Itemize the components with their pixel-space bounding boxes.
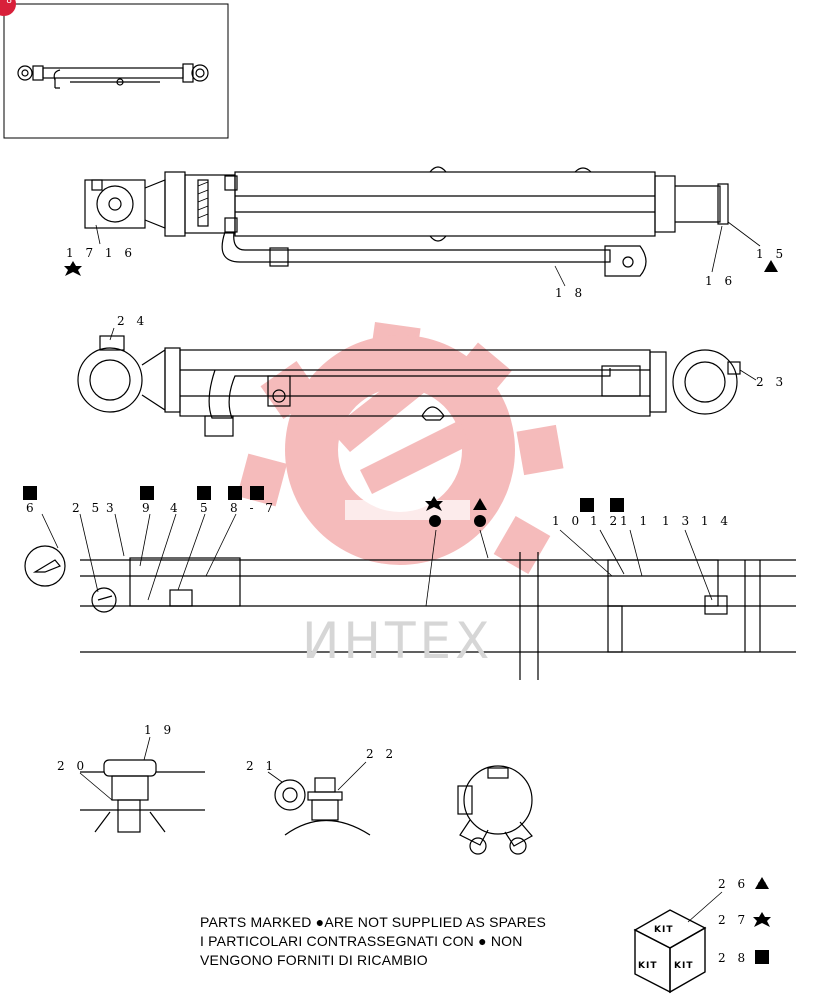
- kit-symbols-section: [23, 486, 624, 527]
- star-symbol: [64, 261, 82, 276]
- cylinder-top-view: [84, 166, 729, 277]
- kit-box-label-right: KIT: [674, 961, 693, 971]
- callout-20: 2 0: [57, 759, 88, 773]
- detail-rotary: [457, 765, 533, 855]
- section-view: [24, 545, 796, 680]
- detail-21-22: [274, 777, 371, 836]
- callout-19: 1 9: [144, 723, 175, 737]
- callout-18: 1 8: [555, 286, 586, 300]
- legend-27: 2 7 =: [718, 913, 771, 927]
- spares-note: PARTS MARKED ●ARE NOT SUPPLIED AS SPARES…: [200, 913, 546, 970]
- watermark-text: ИНТЕХ: [302, 612, 494, 670]
- note-line-3: VENGONO FORNITI DI RICAMBIO: [200, 952, 428, 968]
- callout-12: 1 2: [590, 514, 621, 528]
- callout-6: 6: [26, 501, 38, 515]
- callout-25: 2 5: [72, 501, 103, 515]
- callout-16: 1 6: [705, 274, 736, 288]
- callout-1314: 1 3 1 4: [662, 514, 732, 528]
- legend-square-symbol: [755, 950, 769, 964]
- callout-11: 1 1: [620, 514, 651, 528]
- note-line-2: I PARTICOLARI CONTRASSEGNATI CON ● NON: [200, 933, 523, 949]
- note-line-1: PARTS MARKED ●ARE NOT SUPPLIED AS SPARES: [200, 914, 547, 930]
- callout-8-7: 8 - 7: [230, 501, 277, 515]
- kit-box-label-left: KIT: [638, 961, 657, 971]
- legend-26: 2 6 =: [718, 877, 771, 891]
- callout-23: 2 3: [756, 375, 787, 389]
- callout-1716: 1 7 1 6: [66, 246, 136, 260]
- legend-triangle-symbol: [755, 877, 769, 889]
- callout-5: 5: [200, 501, 212, 515]
- detail-19-20: [80, 759, 205, 833]
- cylinder-side-view: [77, 335, 741, 437]
- triangle-symbol: [764, 260, 778, 272]
- callout-24: 2 4: [117, 314, 148, 328]
- thumbnail-box: [3, 3, 229, 139]
- callout-22: 2 2: [366, 747, 397, 761]
- legend-28: 2 8 =: [718, 951, 771, 965]
- callout-4: 4: [170, 501, 182, 515]
- callout-3: 3: [106, 501, 118, 515]
- kit-box-icon: [633, 909, 707, 994]
- kit-box-label-top: KIT: [654, 925, 673, 935]
- callout-9: 9: [142, 501, 154, 515]
- callout-21: 2 1: [246, 759, 277, 773]
- page-badge: 8: [0, 0, 16, 16]
- watermark-logo: [236, 321, 564, 575]
- callout-10: 1 0: [552, 514, 583, 528]
- callout-15: 1 5: [756, 247, 787, 261]
- legend-star-symbol: [753, 912, 771, 927]
